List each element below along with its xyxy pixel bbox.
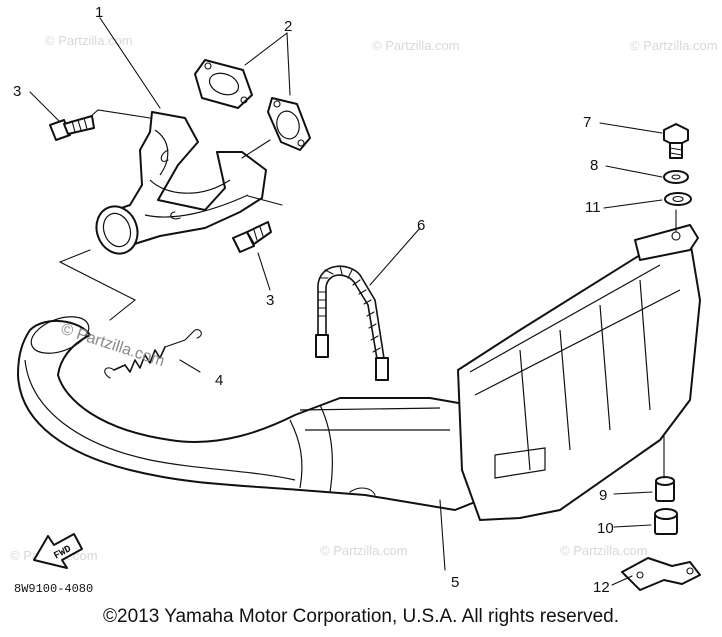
collar-part-9: [655, 476, 675, 502]
damper-part-10: [654, 508, 678, 535]
bolt-part-7: [663, 123, 689, 159]
muffler-part-5: [17, 224, 701, 521]
callout-12: 12: [593, 579, 610, 596]
bracket-part-12: [621, 557, 701, 591]
bolt-part-3: [49, 115, 272, 253]
washer-part-8: [663, 170, 689, 184]
callout-2: 2: [284, 18, 292, 35]
callout-1: 1: [95, 4, 103, 21]
callout-labels: 1 2 3 3 4 5 6 7 8 9 10 11 12: [13, 4, 614, 596]
watermark-text: © Partzilla.com: [45, 33, 133, 48]
callout-10: 10: [597, 520, 614, 537]
watermark-text: © Partzilla.com: [320, 543, 408, 558]
watermark-text: © Partzilla.com: [372, 38, 460, 53]
watermark-text: © Partzilla.com: [630, 38, 718, 53]
callout-3: 3: [266, 292, 274, 309]
callout-4: 4: [215, 372, 223, 389]
callout-8: 8: [590, 157, 598, 174]
callout-11: 11: [585, 199, 601, 216]
copyright-notice: ©2013 Yamaha Motor Corporation, U.S.A. A…: [103, 606, 619, 627]
washer-part-11: [664, 192, 692, 206]
gasket-part-2: [194, 59, 311, 151]
callout-6: 6: [417, 217, 425, 234]
callout-7: 7: [583, 114, 591, 131]
spring-part-4: [104, 329, 202, 379]
callout-9: 9: [599, 487, 607, 504]
exhaust-manifold-part-1: [95, 111, 267, 255]
diagram-part-number: 8W9100-4080: [14, 582, 93, 596]
fwd-direction-arrow: FWD: [33, 533, 83, 569]
callout-5: 5: [451, 574, 459, 591]
watermark-text: © Partzilla.com: [560, 543, 648, 558]
leader-lines: [29, 17, 677, 586]
hose-part-6: [315, 265, 389, 381]
callout-3: 3: [13, 83, 21, 100]
